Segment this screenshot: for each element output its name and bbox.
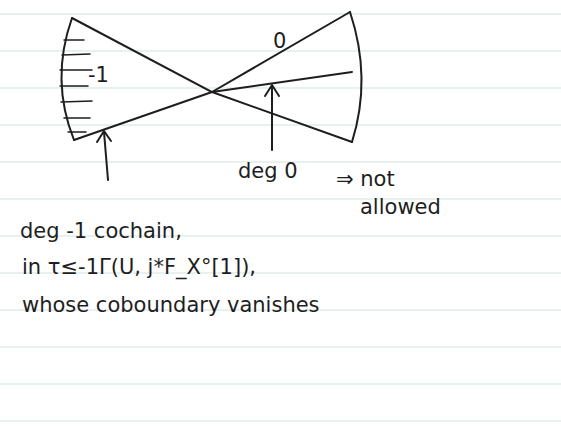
- arrow-note: deg 0: [238, 160, 298, 183]
- double-cone: [61, 12, 361, 142]
- hatching: [60, 40, 92, 132]
- arrow-note: ⇒ not: [336, 168, 395, 191]
- region-degree: 0: [273, 30, 286, 53]
- note-line: whose coboundary vanishes: [22, 294, 320, 317]
- note-line: in τ≤-1Γ(U, j*F_X°[1]),: [22, 256, 256, 279]
- ruled-lines: [0, 14, 561, 421]
- arrow-note: allowed: [360, 196, 441, 219]
- note-line: deg -1 cochain,: [20, 220, 182, 243]
- region-degree: -1: [88, 64, 109, 87]
